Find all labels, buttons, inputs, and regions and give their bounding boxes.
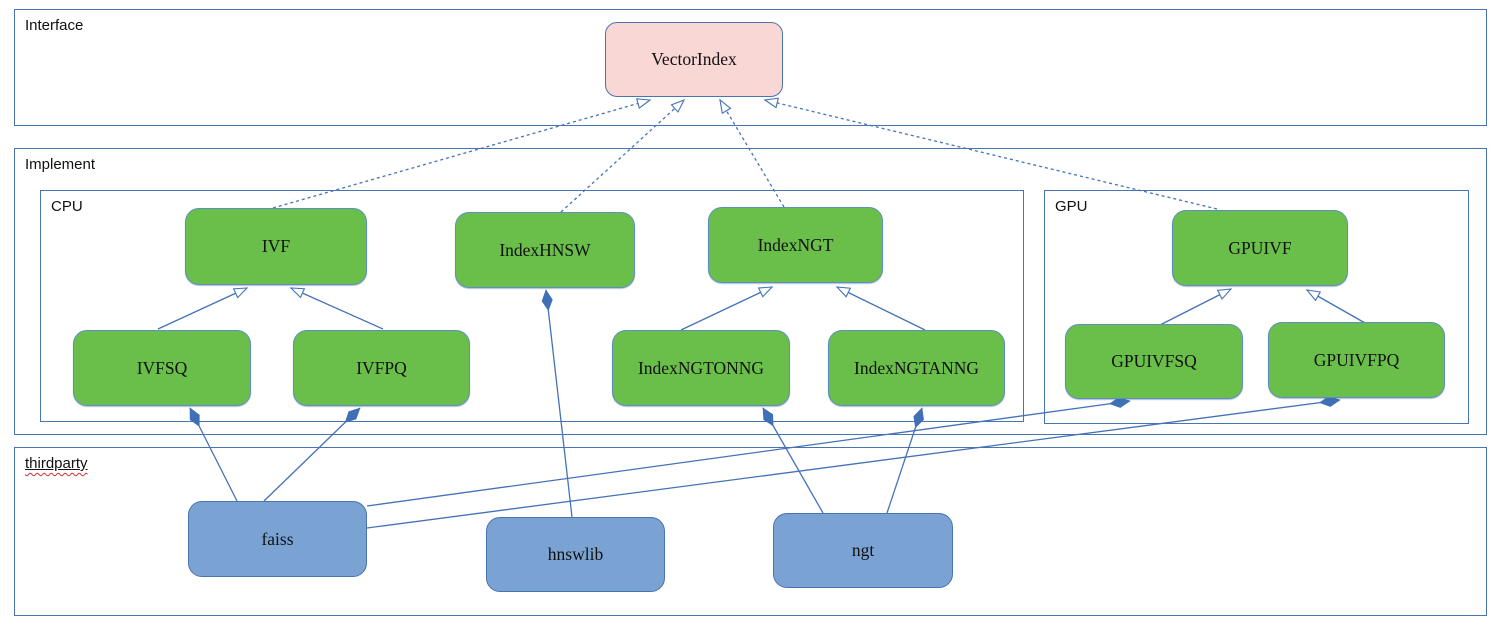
node-indexngtanng-label: IndexNGTANNG <box>854 357 979 378</box>
node-ivfpq: IVFPQ <box>293 330 470 406</box>
node-gpuivf-label: GPUIVF <box>1228 237 1292 258</box>
node-indexngtanng: IndexNGTANNG <box>828 330 1005 406</box>
node-vectorindex: VectorIndex <box>605 22 783 97</box>
node-ivfpq-label: IVFPQ <box>356 357 407 378</box>
node-vectorindex-label: VectorIndex <box>651 49 737 69</box>
container-gpu-label: GPU <box>1055 198 1088 215</box>
node-ivfsq-label: IVFSQ <box>136 357 188 378</box>
node-gpuivfsq: GPUIVFSQ <box>1065 324 1243 399</box>
node-ivf: IVF <box>185 208 367 285</box>
node-ngt-label: ngt <box>851 540 875 560</box>
node-indexngtonng: IndexNGTONNG <box>612 330 790 406</box>
container-interface-label: Interface <box>25 17 84 34</box>
node-hnswlib: hnswlib <box>486 517 665 592</box>
container-thirdparty-label: thirdparty <box>25 455 88 472</box>
spellcheck-squiggle: thirdparty <box>25 455 88 472</box>
node-gpuivfsq-label: GPUIVFSQ <box>1111 351 1197 371</box>
node-faiss: faiss <box>188 501 367 577</box>
node-gpuivf: GPUIVF <box>1172 210 1348 286</box>
node-faiss-label: faiss <box>261 528 294 549</box>
container-cpu-label: CPU <box>51 198 83 215</box>
node-ivfsq: IVFSQ <box>73 330 251 406</box>
container-implement-label: Implement <box>25 156 96 173</box>
node-indexngtonng-label: IndexNGTONNG <box>637 357 765 378</box>
node-ivf-label: IVF <box>261 236 291 256</box>
node-indexhnsw: IndexHNSW <box>455 212 635 288</box>
node-hnswlib-label: hnswlib <box>547 544 604 564</box>
node-ngt: ngt <box>773 513 953 588</box>
node-indexhnsw-label: IndexHNSW <box>499 239 591 260</box>
node-gpuivfpq-label: GPUIVFPQ <box>1313 349 1400 370</box>
node-indexngt-label: IndexNGT <box>757 234 834 255</box>
node-indexngt: IndexNGT <box>708 207 883 283</box>
node-gpuivfpq: GPUIVFPQ <box>1268 322 1445 398</box>
